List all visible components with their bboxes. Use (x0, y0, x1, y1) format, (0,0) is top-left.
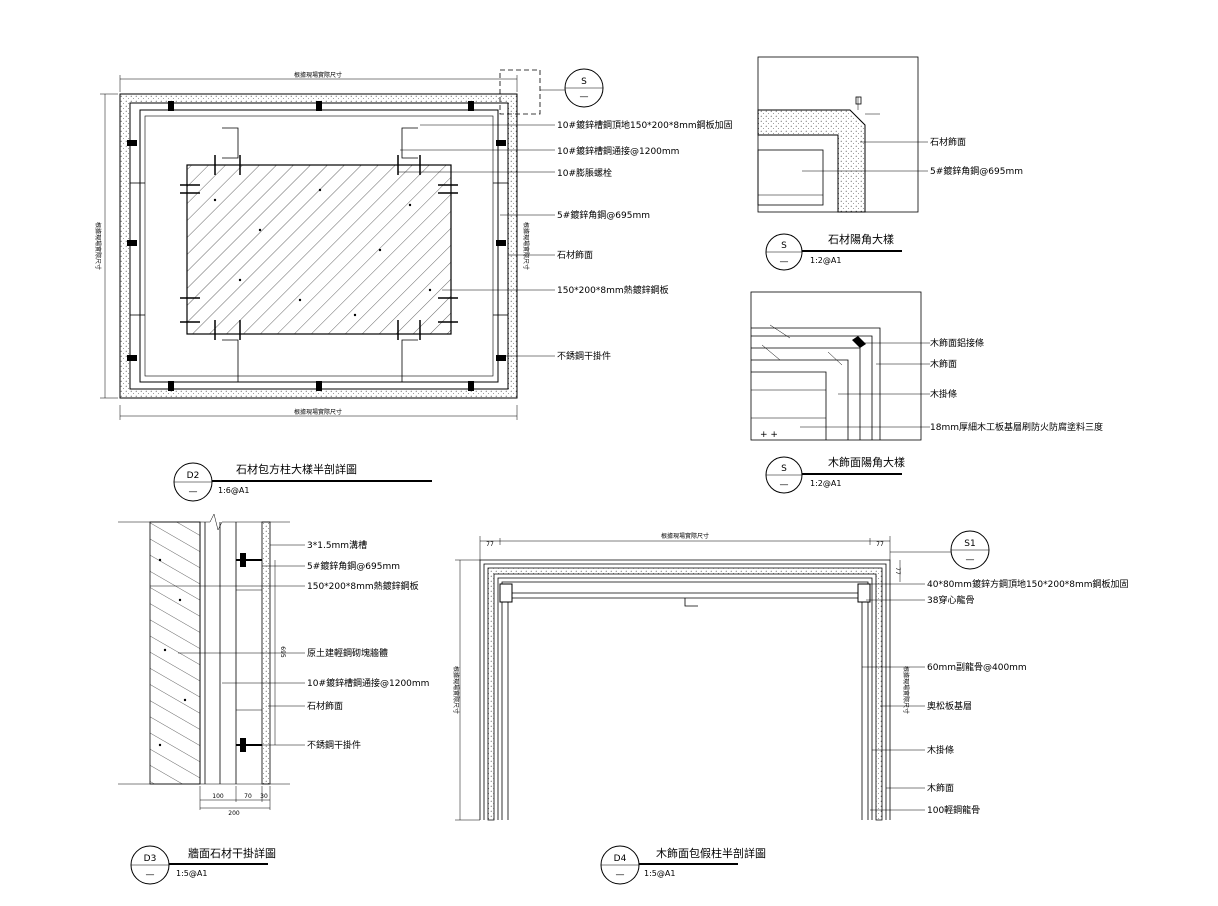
d4-note-3: 奧松板基層 (927, 700, 972, 712)
d4-note-1: 38穿心龍骨 (927, 594, 974, 606)
s-stone-scale: 1:2@A1 (810, 256, 841, 265)
s-wood-note-0: 木飾面鋁接條 (930, 337, 984, 349)
d3-number: D3 (144, 854, 157, 864)
s-wood-note-3: 18mm厚細木工板基層刷防火防腐塗料三度 (930, 421, 1103, 433)
d2-sheet: — (189, 487, 198, 497)
d4-scale: 1:5@A1 (644, 869, 675, 878)
d3-note-0: 3*1.5mm溝槽 (307, 539, 367, 551)
s-stone-note-0: 石材飾面 (930, 136, 966, 148)
d4-sheet: — (616, 870, 625, 880)
d4-dim-right: 根據現場實際尺寸 (902, 666, 910, 714)
d4-dim-top: 根據現場實際尺寸 (661, 532, 709, 540)
svg-text:+ +: + + (760, 430, 778, 440)
d3-dim-30: 30 (260, 793, 268, 800)
d3-sheet: — (146, 870, 155, 880)
d2-callout-number: S (581, 77, 587, 87)
d4-title: 木飾面包假柱半剖詳圖 (656, 846, 766, 860)
detail-s-stone-drawing: 石材飾面 5#鍍鋅角鋼@695mm S — 石材陽角大樣 1:2@A1 (757, 56, 1023, 271)
d4-note-6: 100輕鋼龍骨 (927, 804, 980, 816)
s-wood-note-2: 木掛條 (930, 388, 957, 400)
detail-d2-drawing: 根據現場實際尺寸 根據現場實際尺寸 根據現場實際尺寸 根據現場實際尺寸 (94, 68, 733, 502)
d4-note-4: 木掛條 (927, 744, 954, 756)
d2-note-5: 150*200*8mm熱鍍鋅鋼板 (557, 284, 669, 296)
detail-s-wood-drawing: + + 木飾面鋁接條 木飾面 木掛條 18mm厚細木工板基層刷防火防腐塗料三度 … (750, 291, 1103, 494)
d2-note-3: 5#鍍鋅角鋼@695mm (557, 209, 650, 221)
d3-dim-200: 200 (228, 810, 240, 817)
d2-note-6: 不銹鋼干掛件 (557, 350, 611, 362)
d2-number: D2 (187, 471, 200, 481)
d2-dim-top: 根據現場實際尺寸 (294, 71, 342, 79)
d4-dim-77b: 77 (876, 541, 884, 548)
d2-note-4: 石材飾面 (557, 249, 593, 261)
d3-note-1: 5#鍍鋅角鋼@695mm (307, 560, 400, 572)
d2-callout-sheet: — (580, 92, 589, 102)
d2-note-1: 10#鍍鋅槽鋼通接@1200mm (557, 145, 679, 157)
d3-title: 牆面石材干掛詳圖 (188, 846, 276, 860)
d3-scale: 1:5@A1 (176, 869, 207, 878)
d3-dim-100: 100 (212, 793, 224, 800)
d3-note-3: 原土建輕鋼砌塊牆體 (307, 647, 388, 659)
d3-note-5: 石材飾面 (307, 700, 343, 712)
d4-number: D4 (614, 854, 627, 864)
d2-note-2: 10#膨脹螺栓 (557, 167, 612, 179)
s-stone-sheet: — (780, 257, 789, 267)
s-stone-note-1: 5#鍍鋅角鋼@695mm (930, 165, 1023, 177)
d2-title: 石材包方柱大樣半剖詳圖 (236, 462, 357, 476)
d4-note-5: 木飾面 (927, 782, 954, 794)
d2-note-0: 10#鍍鋅槽鋼頂地150*200*8mm鋼板加固 (557, 119, 733, 131)
d4-note-0: 40*80mm鍍鋅方鋼頂地150*200*8mm鋼板加固 (927, 578, 1129, 590)
detail-d3-drawing: 695 3*1.5mm溝槽 5#鍍鋅角鋼@695mm 150*200*8mm熱鍍… (118, 513, 429, 885)
d4-dim-77a: 77 (486, 541, 494, 548)
d4-callout-number: S1 (964, 539, 975, 549)
d2-dim-left: 根據現場實際尺寸 (94, 222, 102, 270)
d2-dim-inner: 根據現場實際尺寸 (522, 222, 530, 270)
d3-note-6: 不銹鋼干掛件 (307, 739, 361, 751)
d4-note-2: 60mm副龍骨@400mm (927, 661, 1027, 673)
s-wood-scale: 1:2@A1 (810, 479, 841, 488)
s-wood-title: 木飾面陽角大樣 (828, 455, 905, 469)
s-stone-number: S (781, 241, 787, 251)
s-stone-title: 石材陽角大樣 (828, 232, 894, 246)
d3-note-2: 150*200*8mm熱鍍鋅鋼板 (307, 580, 419, 592)
d4-callout-sheet: — (966, 555, 975, 565)
d3-dim-695: 695 (279, 646, 286, 658)
s-wood-sheet: — (780, 480, 789, 490)
d3-dim-70: 70 (244, 793, 252, 800)
d2-dim-bottom: 根據現場實際尺寸 (294, 408, 342, 416)
d2-scale: 1:6@A1 (218, 486, 249, 495)
s-wood-note-1: 木飾面 (930, 358, 957, 370)
s-wood-number: S (781, 464, 787, 474)
d4-dim-left: 根據現場實際尺寸 (452, 666, 460, 714)
detail-d4-drawing: 根據現場實際尺寸 77 77 77 根據現場實際尺寸 根據現場實際尺寸 S1 — (452, 530, 1129, 885)
d3-note-4: 10#鍍鋅槽鋼通接@1200mm (307, 677, 429, 689)
d4-dim-77c: 77 (894, 567, 901, 575)
